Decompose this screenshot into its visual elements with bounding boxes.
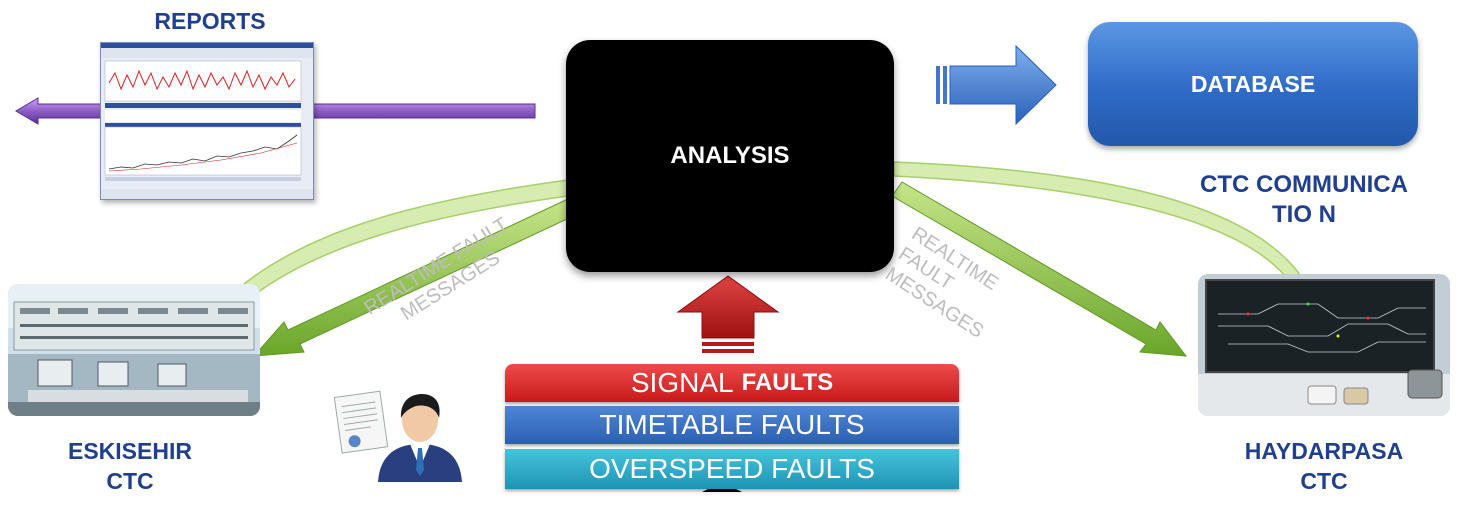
arrow-realtime-to-haydarpasa (891, 181, 1188, 357)
arrow-faults-tail2 (702, 349, 754, 353)
ctc-panel-photo-icon (1198, 274, 1450, 416)
signal-faults-prefix: SIGNAL (630, 367, 734, 398)
overspeed-faults-bar: OVERSPEED FAULTS (505, 449, 959, 489)
arrow-to-database-tail2 (943, 66, 947, 104)
haydarpasa-label-line2: CTC (1300, 468, 1348, 494)
arrow-to-database (949, 44, 1057, 126)
database-label: DATABASE (1190, 70, 1316, 97)
signal-faults-strong: FAULTS (741, 369, 834, 396)
signal-faults-bar: SIGNAL FAULTS (505, 364, 959, 402)
eskisehir-label-line1: ESKISEHIR (68, 438, 192, 464)
arrow-faults-tail1 (702, 342, 754, 346)
eskisehir-label-line2: CTC (106, 468, 154, 494)
report-chart-window-icon (100, 42, 314, 200)
certificate-document-icon (333, 390, 390, 454)
analysis-box: ANALYSIS (566, 40, 894, 272)
arrow-faults-to-analysis (676, 275, 780, 339)
eskisehir-label: ESKISEHIR CTC (30, 436, 230, 496)
overspeed-faults-label: OVERSPEED FAULTS (589, 453, 875, 484)
arrow-to-database-tail1 (936, 66, 940, 104)
timetable-faults-label: TIMETABLE FAULTS (599, 409, 865, 440)
control-room-photo-icon (8, 284, 260, 416)
arrow-realtime-to-eskisehir (252, 197, 583, 357)
timetable-faults-bar: TIMETABLE FAULTS (505, 406, 959, 444)
reports-label: REPORTS (154, 8, 266, 34)
ctc-communication-label: CTC COMMUNICATIO N (1200, 171, 1408, 228)
operator-person-icon (370, 382, 470, 482)
haydarpasa-label-line1: HAYDARPASA (1244, 438, 1404, 464)
database-box: DATABASE (1088, 22, 1418, 146)
analysis-label: ANALYSIS (670, 142, 790, 169)
haydarpasa-label: HAYDARPASA CTC (1198, 436, 1450, 496)
